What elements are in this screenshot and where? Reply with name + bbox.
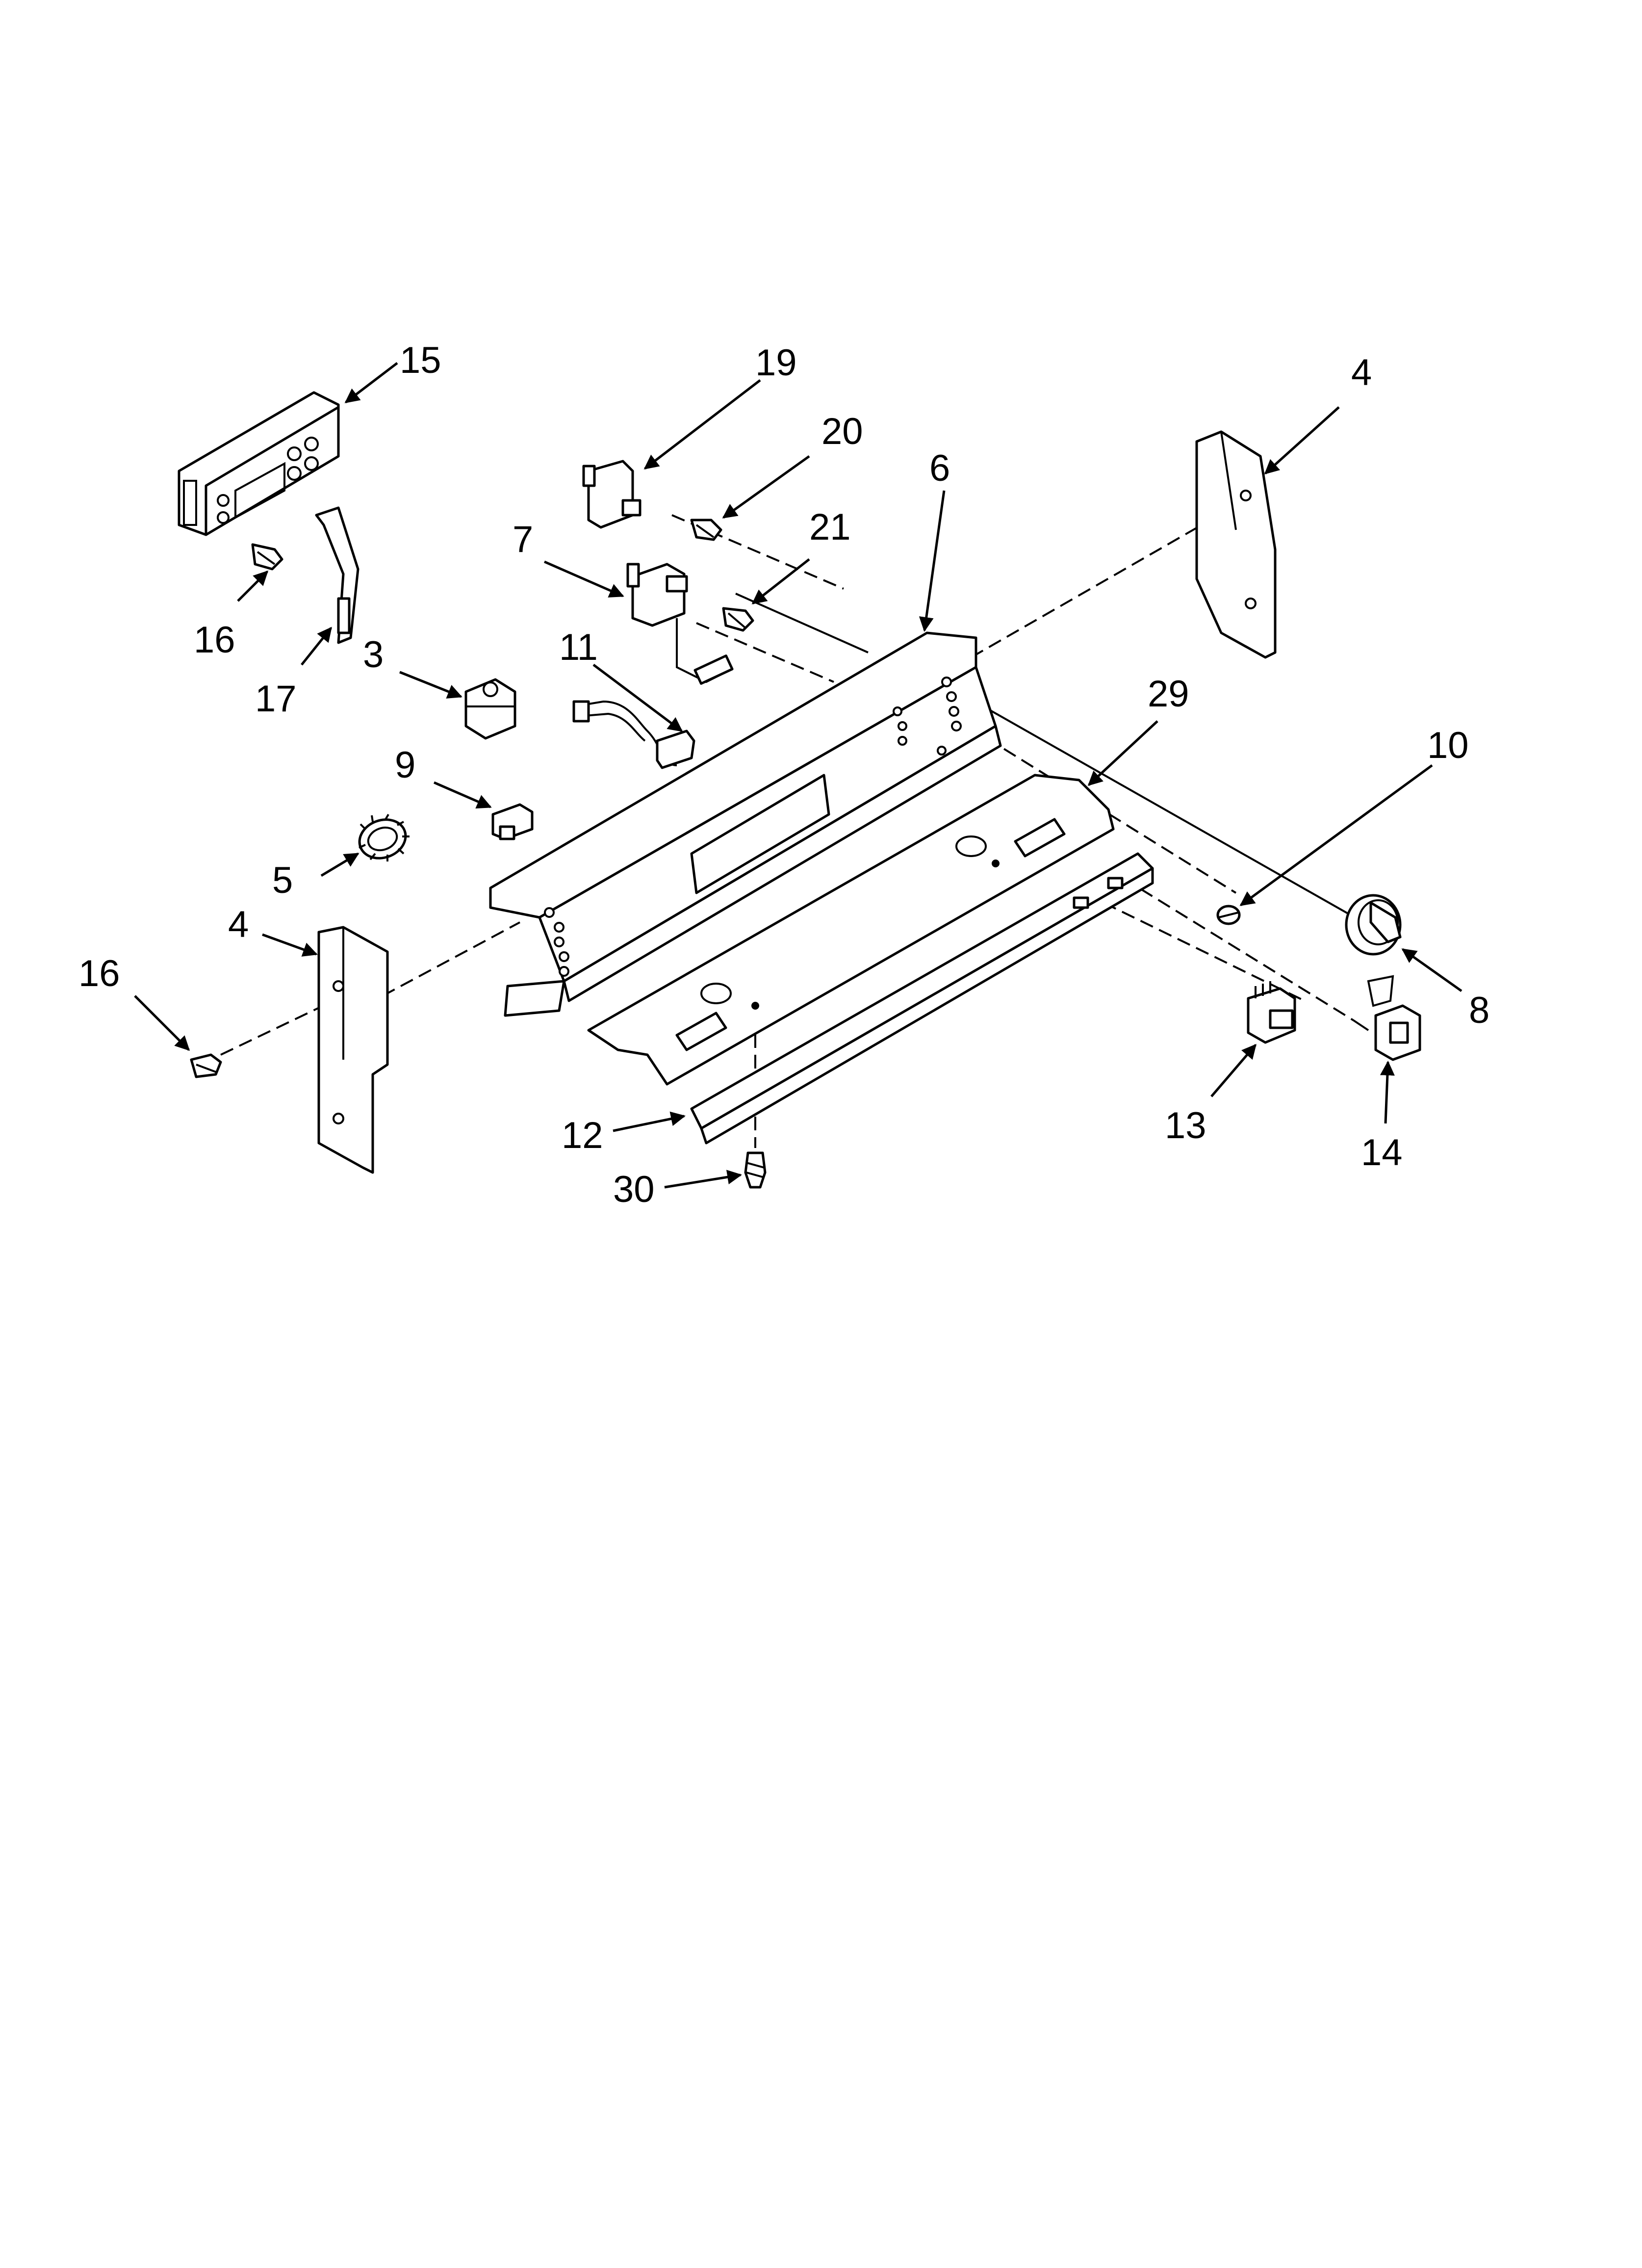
callout-8: 8	[1469, 990, 1489, 1031]
part-15-display-board	[178, 391, 340, 536]
callout-labels: 15 19 20 6 4 7 21 16 17 3 11 29 10 9 5 4…	[78, 339, 1489, 1210]
callout-11: 11	[559, 626, 598, 668]
callout-5: 5	[272, 860, 293, 901]
callout-14: 14	[1361, 1132, 1403, 1173]
callout-9: 9	[395, 744, 415, 786]
part-16-screw-lower	[190, 1053, 222, 1078]
callout-19: 19	[755, 342, 797, 384]
callout-leaders	[134, 362, 1462, 1189]
callout-10: 10	[1427, 725, 1469, 766]
part-5-gear	[358, 813, 410, 861]
callout-30: 30	[613, 1169, 655, 1210]
callout-12: 12	[562, 1115, 603, 1156]
part-13-switch	[1247, 981, 1296, 1044]
part-4-end-cap-right	[1195, 430, 1277, 659]
part-30-screw	[744, 1151, 767, 1189]
callout-21: 21	[809, 506, 851, 548]
part-4-end-cap-left	[317, 926, 389, 1174]
part-16-screw-upper	[251, 543, 283, 571]
part-20-screw	[690, 519, 722, 541]
part-19-switch	[582, 460, 641, 529]
part-11-wire-harness	[572, 700, 695, 769]
callout-20: 20	[821, 411, 863, 452]
part-10-plug	[1216, 905, 1241, 925]
callout-29: 29	[1148, 673, 1189, 715]
callout-16-upper: 16	[194, 619, 235, 661]
callout-15: 15	[400, 339, 441, 381]
part-14-receptacle	[1353, 975, 1421, 1061]
callout-16-lower: 16	[78, 953, 120, 994]
callout-7: 7	[513, 519, 533, 560]
part-17-bracket	[315, 506, 359, 644]
part-7-switch	[626, 563, 734, 685]
part-21-screw	[722, 607, 754, 632]
callout-13: 13	[1165, 1105, 1206, 1147]
callout-6: 6	[929, 447, 950, 489]
part-3-switch	[464, 678, 516, 740]
part-6-control-panel	[489, 631, 1002, 1017]
part-8-knob	[1345, 894, 1402, 956]
callout-4-left: 4	[228, 904, 249, 945]
part-9-connector	[491, 803, 534, 840]
callout-17: 17	[255, 678, 297, 720]
callout-3: 3	[363, 634, 384, 676]
callout-4-right: 4	[1351, 352, 1372, 393]
part-12-lower-rail	[690, 852, 1154, 1145]
part-29-inner-plate	[587, 774, 1115, 1086]
